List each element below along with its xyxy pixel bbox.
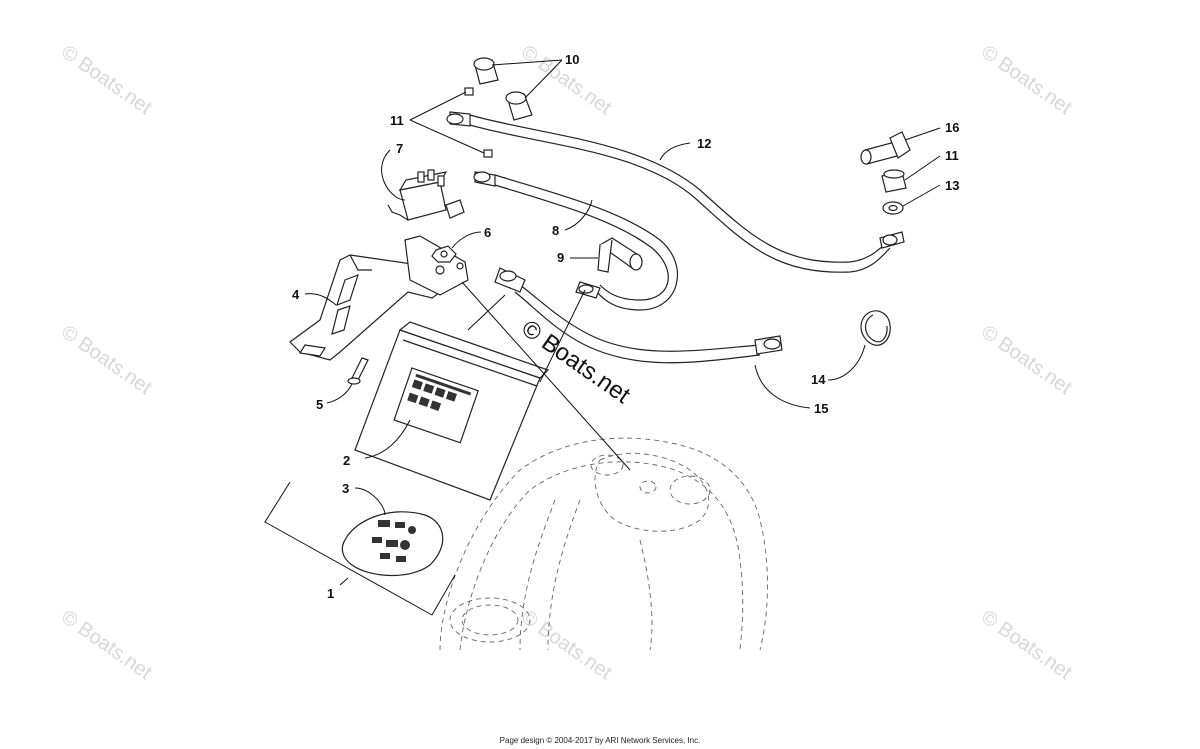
seat-outline [439, 437, 768, 651]
callout-6: 6 [484, 225, 491, 240]
watermark-top-right: © Boats.net [977, 41, 1076, 119]
callout-16: 16 [945, 120, 959, 135]
nut-11-right [881, 169, 907, 193]
callout-5: 5 [316, 397, 323, 412]
watermark-top-left: © Boats.net [57, 41, 156, 119]
cable-15 [494, 267, 783, 364]
fastener-kit [341, 511, 444, 577]
battery [354, 321, 550, 501]
terminal-boot-16 [860, 131, 911, 165]
callout-9: 9 [557, 250, 564, 265]
nut-11-left-a [464, 87, 474, 96]
callout-7: 7 [396, 141, 403, 156]
battery-label-icons [407, 373, 472, 411]
callout-15: 15 [814, 401, 828, 416]
nut-11-left-b [483, 149, 493, 158]
callout-13: 13 [945, 178, 959, 193]
nut [431, 245, 457, 263]
terminal-boot-10b [505, 91, 533, 121]
callout-12: 12 [697, 136, 711, 151]
watermark-bottom-center: © Boats.net [517, 606, 616, 684]
callout-11-right: 11 [945, 148, 959, 163]
terminal-boot-10a [473, 57, 499, 85]
watermark-mid-left: © Boats.net [57, 321, 156, 399]
battery-bracket [289, 235, 469, 361]
callout-11-left: 11 [390, 113, 404, 128]
bolt [347, 357, 369, 385]
watermark-bottom-right: © Boats.net [977, 606, 1076, 684]
star-washer-13 [882, 201, 904, 215]
callout-10: 10 [565, 52, 579, 67]
page-footer: Page design © 2004-2017 by ARI Network S… [499, 736, 701, 745]
cable-8 [473, 171, 678, 311]
cable-12 [446, 111, 905, 273]
callout-2: 2 [343, 453, 350, 468]
watermark-mid-right: © Boats.net [977, 321, 1076, 399]
callout-4: 4 [292, 287, 300, 302]
strap-clamp-14 [860, 310, 891, 346]
terminal-boot-9 [597, 237, 643, 273]
watermark-bottom-left: © Boats.net [57, 606, 156, 684]
leader-lines [264, 59, 941, 616]
watermark-center: © Boats.net [517, 315, 636, 409]
callout-3: 3 [342, 481, 349, 496]
solenoid [387, 169, 465, 221]
callout-8: 8 [552, 223, 559, 238]
callout-labels: 1 2 3 4 5 6 7 8 9 10 11 11 12 13 14 15 1… [292, 52, 959, 601]
callout-14: 14 [811, 372, 826, 387]
callout-1: 1 [327, 586, 334, 601]
